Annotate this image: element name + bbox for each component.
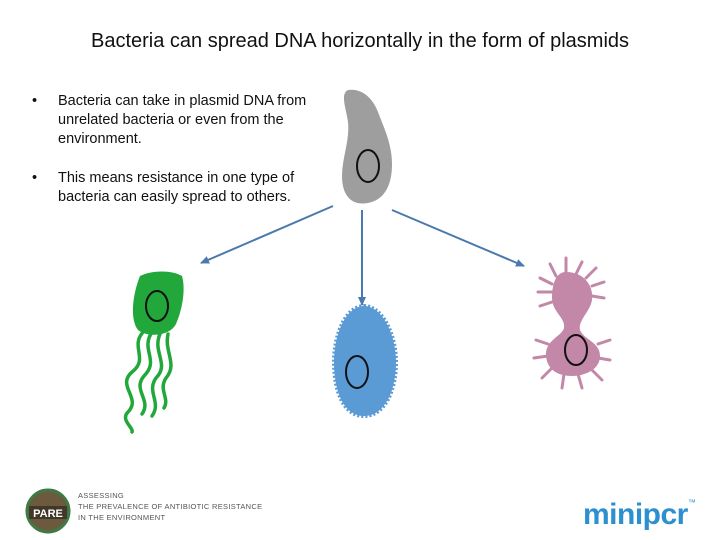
trademark-mark: ™ xyxy=(687,498,696,507)
pare-badge-text: PARE xyxy=(33,508,63,520)
bullet-item: • Bacteria can take in plasmid DNA from … xyxy=(30,92,330,149)
donor-bacterium-icon xyxy=(342,89,392,204)
pare-logo-text: ASSESSING THE PREVALENCE OF ANTIBIOTIC R… xyxy=(78,490,262,523)
bullet-text: This means resistance in one type of bac… xyxy=(58,170,295,205)
blue-spiky-bacterium-icon xyxy=(331,303,399,419)
bullet-list: • Bacteria can take in plasmid DNA from … xyxy=(30,92,330,227)
arrow-icon xyxy=(200,205,334,264)
pare-line: THE PREVALENCE OF ANTIBIOTIC RESISTANCE xyxy=(78,502,263,511)
pare-line: ASSESSING xyxy=(78,491,125,500)
bullet-text: Bacteria can take in plasmid DNA from un… xyxy=(58,93,307,147)
pare-logo-icon: PARE xyxy=(25,488,71,534)
pare-line: IN THE ENVIRONMENT xyxy=(78,513,166,522)
minipcr-logo: minipcr™ xyxy=(583,498,696,532)
minipcr-logo-text: minipcr xyxy=(583,498,688,531)
bullet-marker: • xyxy=(32,93,38,109)
slide-title: Bacteria can spread DNA horizontally in … xyxy=(90,30,630,52)
arrow-icon xyxy=(391,209,525,267)
plasmid-icon xyxy=(345,355,369,389)
pink-dividing-bacterium-icon xyxy=(532,256,612,390)
green-flagellated-bacterium-icon xyxy=(123,271,184,434)
bullet-marker: • xyxy=(32,170,38,186)
plasmid-icon xyxy=(145,290,169,322)
bullet-item: • This means resistance in one type of b… xyxy=(30,169,330,207)
plasmid-icon xyxy=(564,334,588,366)
plasmid-icon xyxy=(356,149,380,183)
